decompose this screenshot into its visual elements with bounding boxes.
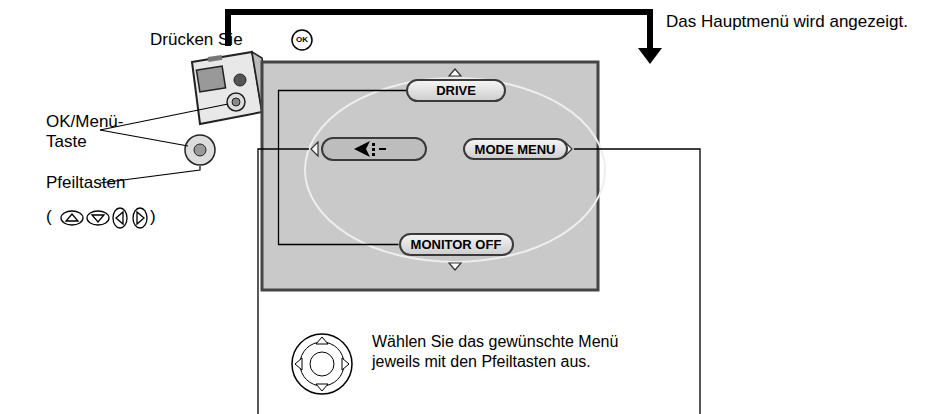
menu-triangles xyxy=(311,69,572,270)
ok-icon xyxy=(292,30,312,50)
leader-line xyxy=(100,130,188,146)
menu-button: DRIVE xyxy=(406,79,506,102)
menu-text: MODE MENU xyxy=(475,142,556,157)
label-text: Das Hauptmenü wird angezeigt. xyxy=(666,12,908,32)
camera-screen xyxy=(262,62,598,290)
menu-text: DRIVE xyxy=(436,83,476,98)
menu-button: MODE MENU xyxy=(463,138,568,160)
leader-line xyxy=(574,149,700,414)
arrow-pad xyxy=(185,135,215,165)
label-text: ( xyxy=(46,207,52,227)
arrow-pad-icon xyxy=(292,334,352,394)
label-text: Pfeiltasten xyxy=(46,173,125,193)
flow-arrow xyxy=(228,12,650,50)
label-text: Drücken Sie xyxy=(150,30,243,50)
menu-button: MONITOR OFF xyxy=(399,233,514,256)
arrow-head xyxy=(638,48,662,64)
label-text: ) xyxy=(150,207,156,227)
label-text: Wählen Sie das gewünschte Menü jeweils m… xyxy=(372,332,622,372)
menu-text: MONITOR OFF xyxy=(411,237,502,252)
bracket-connector xyxy=(279,91,407,245)
icon-text: OK xyxy=(296,34,308,46)
label-text: OK/Menü-Taste xyxy=(46,112,126,152)
flash-menu-button xyxy=(322,138,426,160)
arrow-key-symbols xyxy=(61,208,147,228)
menu-ring xyxy=(305,78,605,262)
camera xyxy=(192,52,270,124)
